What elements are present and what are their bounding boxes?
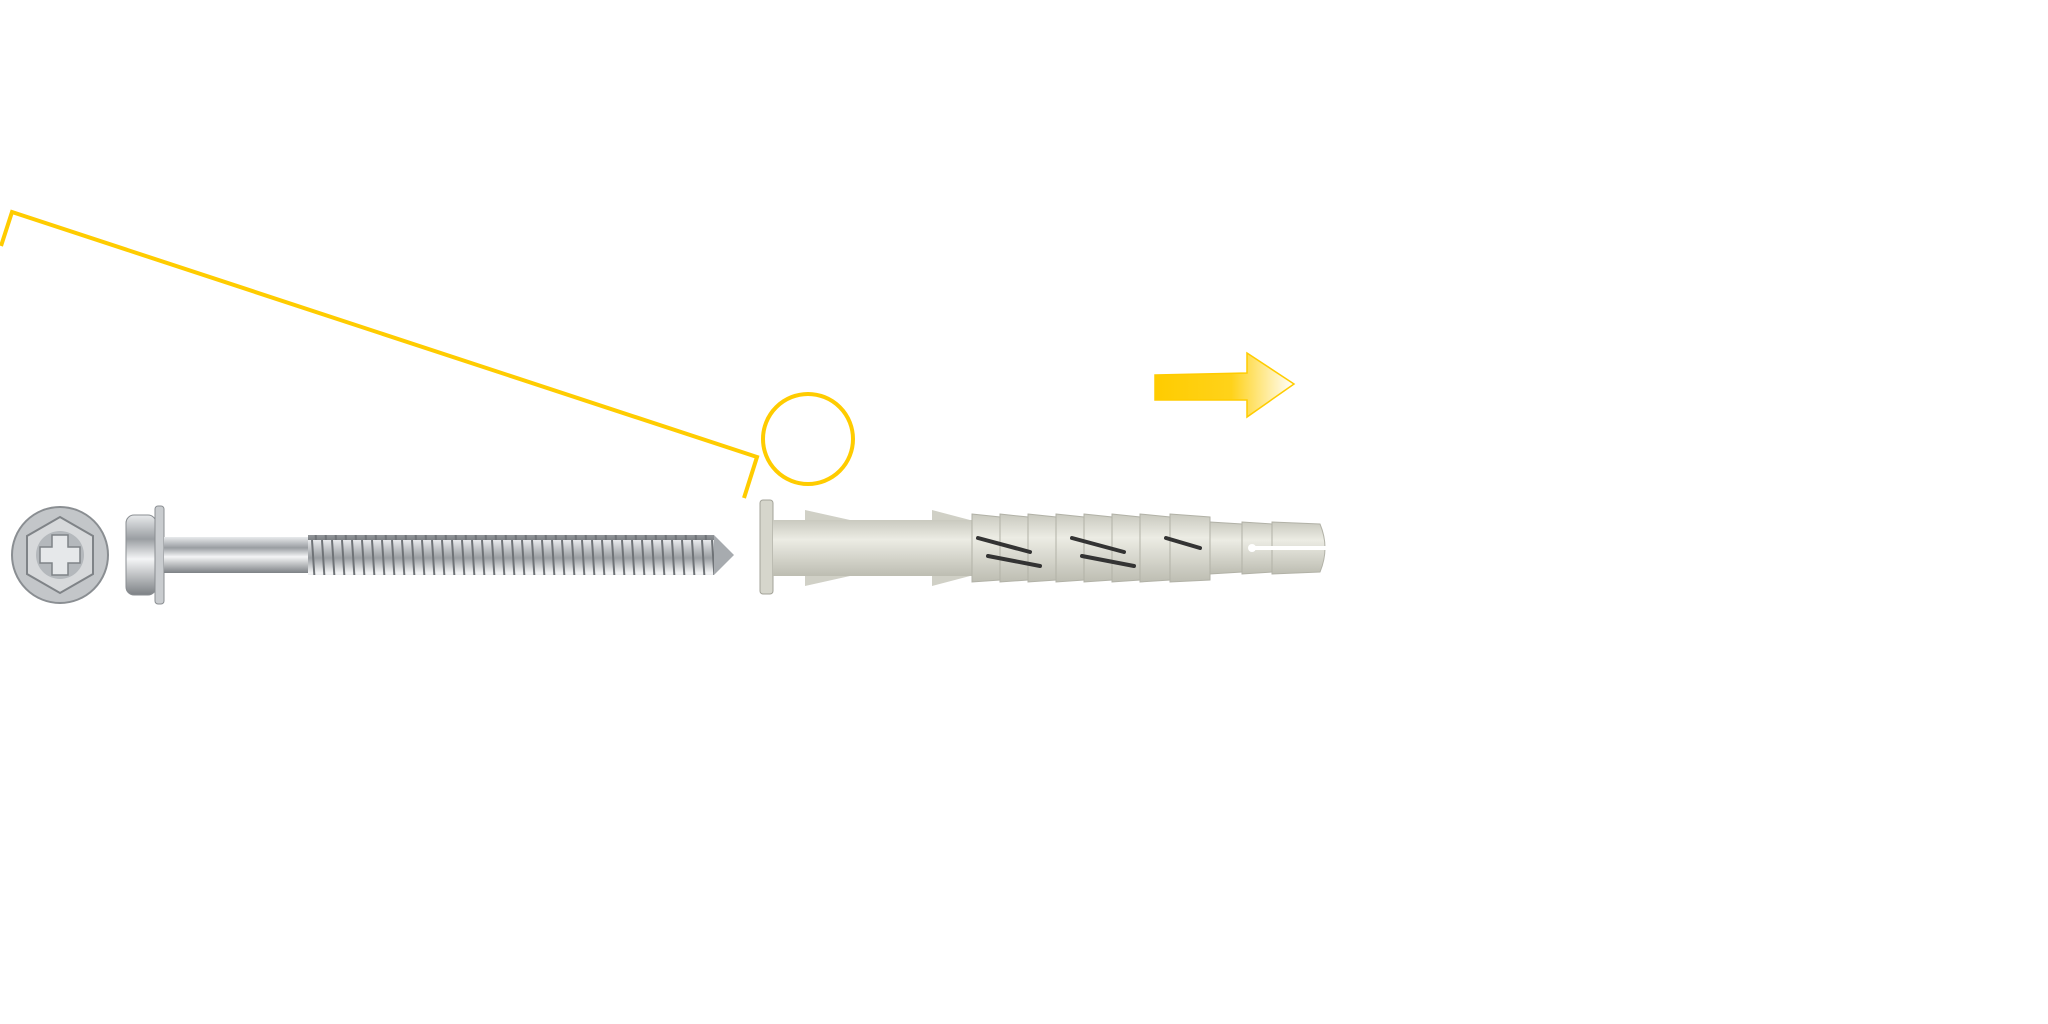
screw-head-top-view — [11, 506, 109, 604]
guide-line — [0, 209, 760, 499]
circle-marker-icon — [761, 392, 855, 486]
arrow-right-icon — [1154, 351, 1296, 419]
wall-plug — [759, 499, 1330, 595]
screw-side-view — [125, 505, 734, 605]
